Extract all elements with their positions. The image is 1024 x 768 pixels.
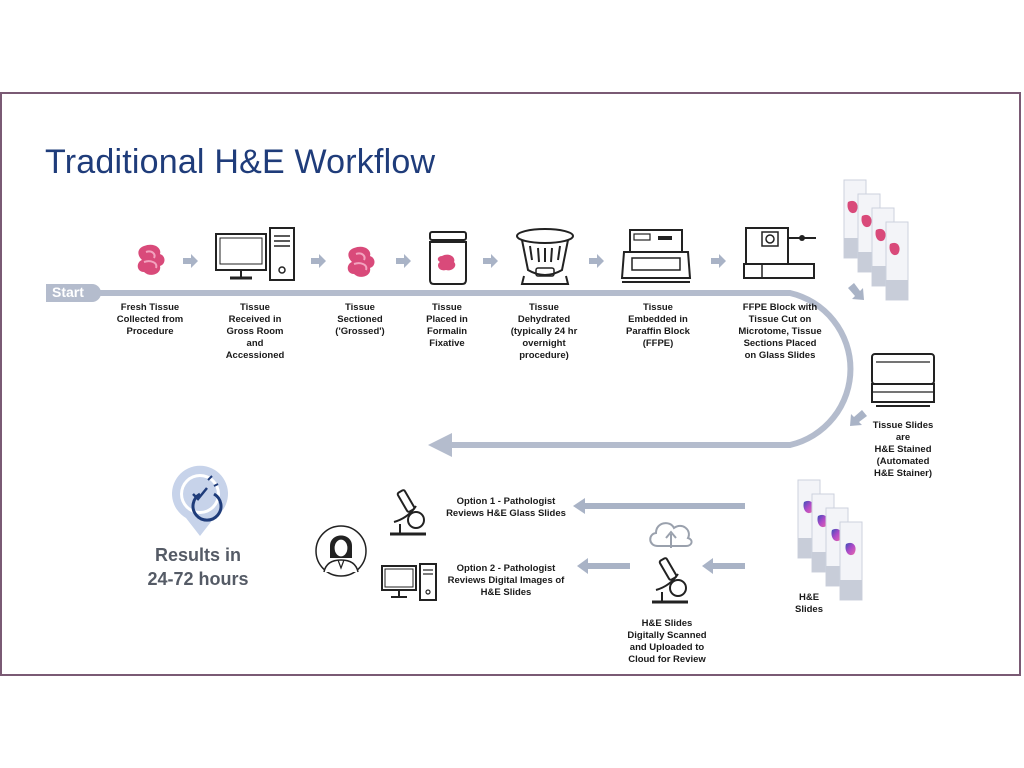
microtome-icon	[743, 227, 816, 279]
scan-label: H&E Slides Digitally Scanned and Uploade…	[627, 618, 707, 665]
stainer-label: Tissue Slides are H&E Stained (Automated…	[872, 420, 934, 479]
diag-arrow-1	[848, 283, 864, 300]
step-label-fixative: Tissue Placed in Formalin Fixative	[426, 302, 468, 349]
stainer-icon	[871, 353, 935, 407]
he-slides-stack	[797, 479, 863, 601]
tissue-slides-stack	[843, 179, 909, 301]
start-pill	[46, 284, 101, 302]
page-title: Traditional H&E Workflow	[45, 143, 436, 181]
option1-arrow	[573, 498, 745, 514]
scan-in-arrow	[702, 558, 745, 574]
tissue-icon	[347, 246, 375, 277]
microscope-icon	[390, 489, 426, 536]
option2-arrow	[577, 558, 630, 574]
embedder-icon	[620, 229, 692, 283]
step-label-microtome: FFPE Block with Tissue Cut on Microtome,…	[738, 302, 822, 361]
results-label: Results in 24-72 hours	[147, 545, 249, 589]
option1-label: Option 1 - Pathologist Reviews H&E Glass…	[446, 496, 566, 519]
track-line	[92, 290, 854, 448]
diag-arrow-2	[850, 410, 867, 426]
start-label: Start	[52, 284, 84, 300]
microscope-icon	[652, 557, 688, 604]
return-arrowhead	[428, 433, 452, 457]
step-label-received: Tissue Received in Gross Room and Access…	[225, 302, 285, 361]
processor-icon	[516, 228, 574, 285]
computer-icon	[215, 227, 295, 281]
option2-label: Option 2 - Pathologist Reviews Digital I…	[447, 563, 565, 598]
step-label-embedded: Tissue Embedded in Paraffin Block (FFPE)	[626, 302, 690, 349]
computer-icon	[381, 563, 437, 601]
step-arrows	[183, 254, 726, 268]
step-label-fresh-tissue: Fresh Tissue Collected from Procedure	[116, 302, 184, 337]
jar-icon	[429, 231, 467, 285]
pathologist-avatar	[315, 525, 367, 577]
step-label-sectioned: Tissue Sectioned ('Grossed')	[335, 302, 385, 337]
timer-pin-icon	[172, 465, 228, 536]
he-slides-label: H&E Slides	[795, 592, 823, 615]
cloud-upload-icon	[649, 522, 693, 548]
tissue-icon	[137, 244, 165, 275]
step-label-dehydrated: Tissue Dehydrated (typically 24 hr overn…	[510, 302, 578, 361]
